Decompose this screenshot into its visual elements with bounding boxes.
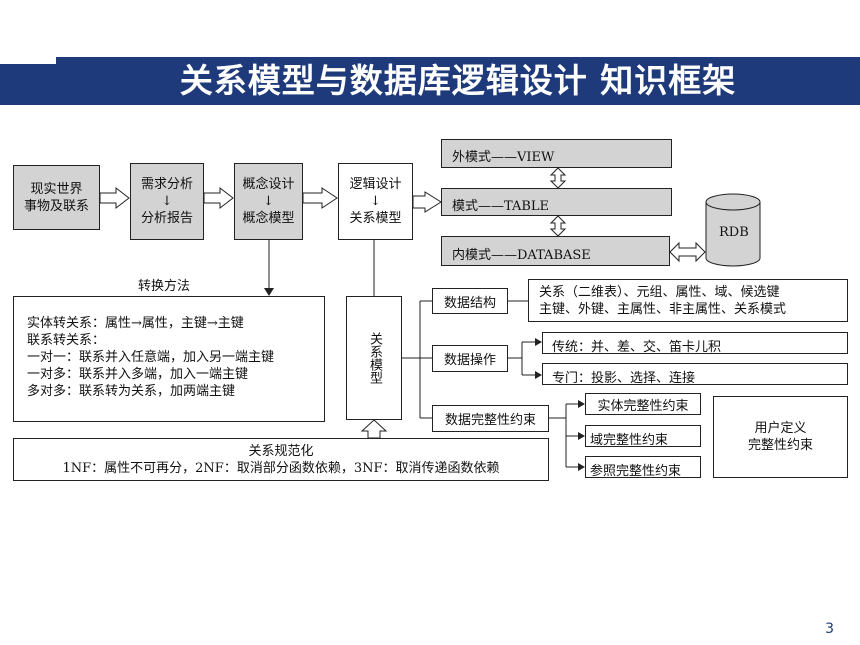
conversion-box: 实体转关系：属性→属性，主键→主键 联系转关系： 一对一：联系并入任意端，加入另… — [13, 296, 325, 422]
flow-arrow — [302, 187, 338, 209]
external-schema-label: 外模式——VIEW — [452, 150, 555, 165]
banner-accent — [0, 64, 56, 105]
conversion-line: 一对一：联系并入任意端，加入另一端主键 — [27, 350, 275, 365]
internal-schema-label: 内模式——DATABASE — [452, 248, 591, 263]
flow-arrow — [412, 191, 442, 213]
logic-bottom: 关系模型 — [349, 211, 402, 226]
structure-detail-box: 关系（二维表）、元组、属性、域、候选键 主键、外键、主属性、非主属性、关系模式 — [528, 279, 848, 322]
double-arrow — [669, 241, 706, 263]
concept-top: 概念设计 — [242, 177, 295, 192]
requirements-top: 需求分析 — [140, 177, 193, 192]
double-arrow-vertical — [549, 215, 567, 237]
domain-integrity-label: 域完整性约束 — [590, 433, 669, 448]
conversion-label: 转换方法 — [138, 279, 191, 294]
referential-integrity-label: 参照完整性约束 — [590, 464, 682, 479]
conversion-line: 一对多：联系并入多端，加入一端主键 — [27, 367, 249, 382]
page-title: 关系模型与数据库逻辑设计 知识框架 — [179, 61, 737, 100]
conceptual-schema-box: 模式——TABLE — [441, 188, 672, 216]
real-world-line-1: 现实世界 — [30, 181, 83, 197]
operations-box: 数据操作 — [432, 345, 508, 372]
user-integrity-box: 用户定义 完整性约束 — [713, 396, 848, 478]
entity-integrity-box: 实体完整性约束 — [585, 393, 701, 415]
requirements-arrow: ↓ — [161, 194, 173, 209]
title-banner: 关系模型与数据库逻辑设计 知识框架 — [56, 57, 860, 105]
rdb-cylinder — [705, 193, 761, 267]
concept-arrow: ↓ — [263, 194, 274, 209]
external-schema-box: 外模式——VIEW — [441, 139, 672, 168]
flow-arrow — [99, 186, 130, 210]
referential-integrity-box: 参照完整性约束 — [585, 456, 701, 479]
relational-model-label: 关系模型 — [367, 332, 382, 384]
real-world-line-2: 事物及联系 — [23, 198, 89, 214]
user-integrity-line-1: 用户定义 — [754, 421, 807, 436]
integrity-label: 数据完整性约束 — [444, 413, 536, 428]
rdb-label: RDB — [719, 225, 749, 240]
flow-arrow — [203, 186, 234, 210]
concept-box: 概念设计 ↓ 概念模型 — [234, 163, 303, 240]
structure-detail-line: 主键、外键、主属性、非主属性、关系模式 — [539, 302, 787, 317]
normalization-box: 关系规范化 1NF：属性不可再分，2NF：取消部分函数依赖，3NF：取消传递函数… — [13, 438, 549, 481]
normalization-title: 关系规范化 — [248, 444, 314, 459]
logic-arrow: ↓ — [370, 194, 381, 209]
integrity-box: 数据完整性约束 — [432, 405, 549, 432]
structure-label: 数据结构 — [443, 295, 496, 311]
concept-bottom: 概念模型 — [242, 211, 295, 226]
logic-top: 逻辑设计 — [349, 177, 402, 192]
logic-box: 逻辑设计 ↓ 关系模型 — [338, 163, 413, 240]
traditional-ops-label: 传统：并、差、交、笛卡儿积 — [552, 340, 722, 355]
conversion-line: 实体转关系：属性→属性，主键→主键 — [27, 316, 244, 331]
conversion-line: 多对多：联系转为关系，加两端主键 — [27, 384, 236, 399]
operations-label: 数据操作 — [443, 353, 496, 368]
up-arrow — [360, 419, 388, 439]
structure-detail-line: 关系（二维表）、元组、属性、域、候选键 — [539, 285, 780, 300]
normalization-text: 1NF：属性不可再分，2NF：取消部分函数依赖，3NF：取消传递函数依赖 — [62, 461, 500, 476]
special-ops-label: 专门：投影、选择、连接 — [552, 371, 696, 386]
real-world-box: 现实世界 事物及联系 — [13, 165, 100, 230]
double-arrow-vertical — [549, 167, 567, 189]
requirements-bottom: 分析报告 — [140, 211, 193, 226]
special-ops-box: 专门：投影、选择、连接 — [542, 363, 848, 386]
traditional-ops-box: 传统：并、差、交、笛卡儿积 — [542, 332, 848, 355]
domain-integrity-box: 域完整性约束 — [585, 425, 701, 448]
conceptual-schema-label: 模式——TABLE — [452, 199, 550, 214]
requirements-box: 需求分析 ↓ 分析报告 — [130, 163, 204, 240]
page-number: 3 — [825, 621, 834, 637]
internal-schema-box: 内模式——DATABASE — [441, 236, 670, 266]
structure-box: 数据结构 — [432, 288, 508, 314]
user-integrity-line-2: 完整性约束 — [747, 438, 813, 453]
relational-model-box: 关系模型 — [346, 296, 402, 420]
entity-integrity-label: 实体完整性约束 — [597, 398, 689, 414]
conversion-line: 联系转关系： — [27, 333, 106, 348]
